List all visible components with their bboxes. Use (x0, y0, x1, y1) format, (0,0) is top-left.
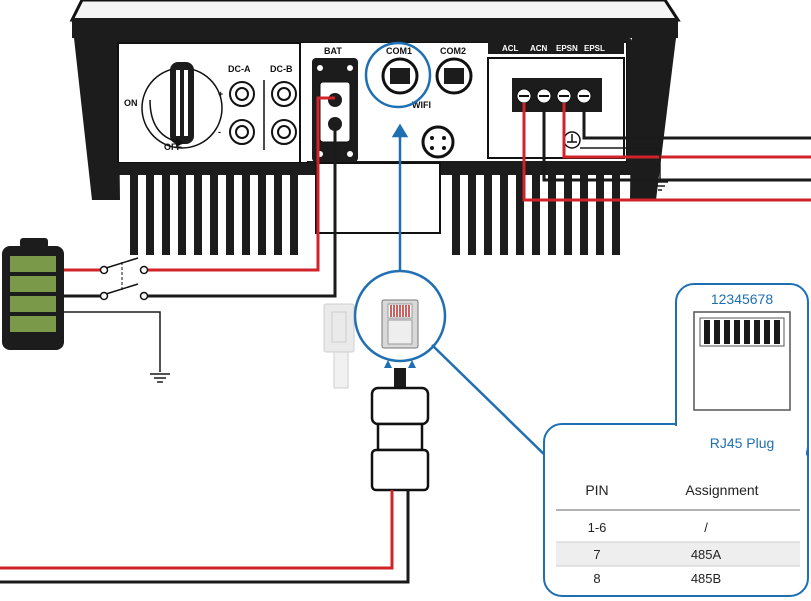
pin-numbers-label: 12345678 (711, 291, 774, 307)
terminal-acl[interactable] (516, 88, 532, 104)
battery-wires (64, 96, 337, 383)
pin-cell: 7 (593, 547, 600, 562)
terminal-acl-label: ACL (502, 44, 519, 53)
rj45-plug-detail-icon (693, 311, 791, 411)
switch-off-label: OFF (164, 142, 182, 152)
dc-a-label: DC-A (228, 64, 251, 74)
rj45-plug-title: RJ45 Plug (710, 435, 775, 451)
battery-breaker[interactable] (99, 257, 149, 301)
dc-a-minus-port[interactable] (229, 119, 255, 145)
battery-icon (2, 238, 64, 350)
rj45-plug[interactable] (381, 299, 419, 349)
faded-bat-plug (323, 303, 355, 389)
table-row: 8 485B (593, 571, 721, 586)
assignment-cell: 485B (691, 571, 721, 586)
com2-port[interactable]: COM2 (435, 46, 473, 95)
terminal-acn-label: ACN (530, 44, 548, 53)
assignment-cell: / (704, 520, 708, 535)
pin-cell: 1-6 (588, 520, 607, 535)
switch-on-label: ON (124, 98, 138, 108)
terminal-epsn[interactable] (556, 88, 572, 104)
ac-wires (522, 103, 811, 202)
com2-label: COM2 (440, 46, 466, 56)
com1-label: COM1 (386, 46, 412, 56)
wifi-label: WIFI (412, 100, 431, 110)
dc-a-plus-port[interactable] (229, 81, 255, 107)
pin-table: PIN Assignment 1-6 / 7 485A 8 485B (556, 482, 800, 586)
heatsink-right (440, 163, 636, 255)
com1-highlight (353, 41, 551, 461)
ac-terminal-block: ACL ACN EPSN EPSL (487, 40, 625, 159)
bat-label: BAT (324, 46, 342, 56)
dc-b-label: DC-B (270, 64, 293, 74)
dc-connectors: DC-A DC-B + - (218, 64, 297, 150)
table-row: 1-6 / (588, 520, 709, 535)
terminal-epsl[interactable] (576, 88, 592, 104)
pin-column-header: PIN (585, 482, 608, 498)
heatsink-left (116, 163, 316, 255)
inverter: ON OFF DC-A DC-B + - (69, 0, 681, 255)
pin-cell: 8 (593, 571, 600, 586)
pinout-callout: 12345678 RJ45 Plug PIN Assignment 1-6 / (543, 283, 809, 597)
com1-port[interactable]: COM1 (381, 46, 419, 95)
table-row: 7 485A (593, 547, 721, 562)
pin-row-highlight (556, 542, 800, 566)
assignment-cell: 485A (691, 547, 722, 562)
rj45-cable-gland (370, 360, 430, 492)
dc-switch[interactable]: ON OFF (124, 62, 223, 152)
terminal-acn[interactable] (536, 88, 552, 104)
assignment-column-header: Assignment (685, 482, 758, 498)
ground-terminal-icon (563, 131, 581, 149)
dc-minus-label: - (218, 127, 221, 137)
terminal-epsl-label: EPSL (584, 44, 605, 53)
dc-b-plus-port[interactable] (271, 81, 297, 107)
rs485-wires (0, 490, 410, 584)
wifi-port[interactable]: WIFI (412, 100, 455, 159)
dc-plus-label: + (218, 89, 223, 99)
terminal-epsn-label: EPSN (556, 44, 578, 53)
dc-b-minus-port[interactable] (271, 119, 297, 145)
